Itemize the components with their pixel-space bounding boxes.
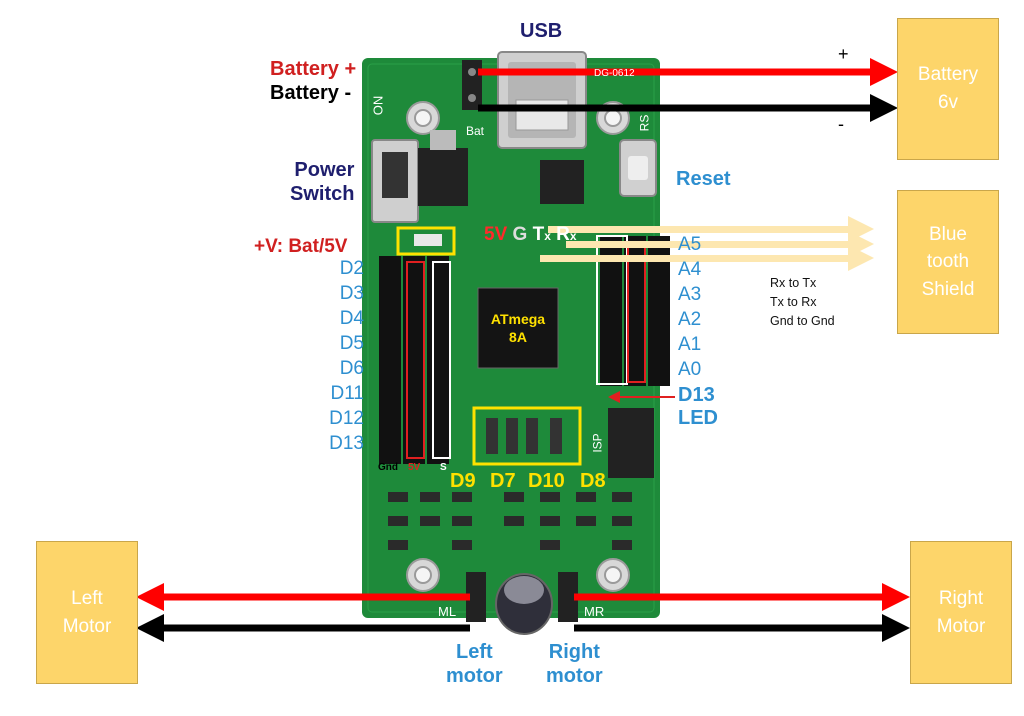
pin-label-d12: D12: [329, 408, 364, 429]
power-switch-label: Power Switch: [290, 158, 354, 206]
left-motor-line2: motor: [446, 665, 503, 687]
right-header-pins: [600, 236, 670, 386]
power-switch-body: [371, 139, 419, 223]
pin-r: R: [556, 224, 570, 245]
servo-label-d9: D9: [450, 470, 476, 492]
right-motor-line2: motor: [546, 665, 603, 687]
battery-minus-wire: [478, 94, 898, 122]
chip-label: ATmega 8A: [478, 310, 558, 346]
voltage-regulator: [418, 148, 468, 206]
battery-header: [462, 60, 482, 110]
servo-label-d8: D8: [580, 470, 606, 492]
pin-label-d3: D3: [339, 283, 364, 304]
header-s-label: S: [440, 462, 447, 473]
usb-title: USB: [520, 20, 563, 42]
right-motor-black-wire: [574, 614, 910, 642]
battery-plus-wire: [478, 58, 898, 86]
usb-chip: [540, 160, 584, 204]
left-motor-line1: Left: [456, 641, 493, 663]
mounting-holes: [406, 101, 630, 592]
d13-led-line1: D13: [678, 384, 715, 406]
pin-label-a5: A5: [678, 234, 702, 255]
right-motor-label: Right motor: [546, 640, 603, 688]
board-isp-label: ISP: [590, 433, 605, 453]
bluetooth-arrows: [540, 216, 874, 271]
servo-label-d10: D10: [528, 470, 565, 492]
pin-label-d11: D11: [330, 383, 364, 404]
pin-r-sub: x: [569, 229, 577, 243]
voltage-select-label: +V: Bat/5V: [254, 236, 348, 257]
d13-led-label: D13 LED: [678, 384, 718, 430]
right-motor-red-wire: [574, 583, 910, 611]
bt-note-gnd: Gnd to Gnd: [770, 314, 835, 328]
chip-label-line1: ATmega: [490, 311, 546, 327]
pin-label-d5: D5: [339, 333, 364, 354]
board-model-label: DG-0612: [594, 68, 635, 79]
battery-minus-label: Battery -: [270, 82, 352, 104]
bluetooth-shield-box: Blue tooth Shield: [897, 190, 999, 334]
header-5v-label: 5V: [408, 462, 421, 473]
pin-label-a1: A1: [678, 334, 702, 355]
right-motor-line1: Right: [548, 641, 600, 663]
pin-label-a4: A4: [678, 259, 702, 280]
capacitor: [495, 573, 553, 635]
board-mr-label: MR: [584, 604, 605, 619]
battery-plus-label: Battery +: [270, 58, 357, 80]
header-gnd-label: Gnd: [378, 462, 398, 473]
left-header-pins: [379, 256, 449, 464]
board-on-label: ON: [370, 95, 386, 116]
board-ml-label: ML: [438, 604, 457, 619]
servo-label-d7: D7: [490, 470, 516, 492]
pin-5v: 5V: [484, 224, 508, 245]
driver-components: [388, 492, 632, 550]
pin-label-a2: A2: [678, 309, 702, 330]
minus-sign: -: [838, 114, 844, 134]
chip-label-line2: 8A: [509, 329, 527, 346]
servo-jumper-highlight: [472, 406, 582, 466]
usb-connector: [497, 51, 587, 149]
voltage-jumper-highlight: [396, 226, 456, 256]
signal-rail-highlight: [432, 261, 451, 459]
board-rs-label: RS: [637, 114, 652, 132]
left-motor-red-wire: [136, 583, 470, 611]
pin-t: T: [532, 224, 545, 245]
isp-header: [608, 408, 654, 478]
atmega-chip: [477, 287, 559, 369]
plus-sign: +: [838, 44, 849, 64]
5v-rail-highlight: [406, 261, 425, 459]
left-pin-labels: D2 D3 D4 D5 D6 D11 D12 D13: [312, 258, 364, 458]
pin-label-d6: D6: [339, 358, 364, 379]
right-pin-labels: A5 A4 A3 A2 A1 A0: [678, 234, 701, 384]
board-bat-label: Bat: [466, 124, 485, 138]
left-motor-label: Left motor: [446, 640, 503, 688]
left-motor-box: Left Motor: [36, 541, 138, 684]
pin-t-sub: x: [544, 229, 551, 243]
pin-g: G: [512, 224, 528, 245]
power-switch-line1: Power: [294, 159, 355, 181]
bt-note-rx-tx: Rx to Tx: [770, 276, 817, 290]
left-motor-black-wire: [136, 614, 470, 642]
right-motor-box: Right Motor: [910, 541, 1012, 684]
pin-label-a0: A0: [678, 359, 702, 380]
power-switch-line2: Switch: [290, 183, 355, 205]
bt-note-tx-rx: Tx to Rx: [770, 295, 817, 309]
pin-label-a3: A3: [678, 284, 702, 305]
bt-pin-labels: 5V G Tx Rx: [484, 224, 577, 246]
d13-led-line2: LED: [678, 407, 718, 429]
right-motor-header: [558, 572, 578, 622]
pin-label-d13: D13: [329, 433, 364, 454]
d13-led-pointer: [608, 391, 675, 403]
battery-box: Battery 6v: [897, 18, 999, 160]
reset-label: Reset: [676, 168, 731, 190]
left-motor-header: [466, 572, 486, 622]
pin-label-d2: D2: [339, 258, 364, 279]
pin-label-d4: D4: [339, 308, 364, 329]
